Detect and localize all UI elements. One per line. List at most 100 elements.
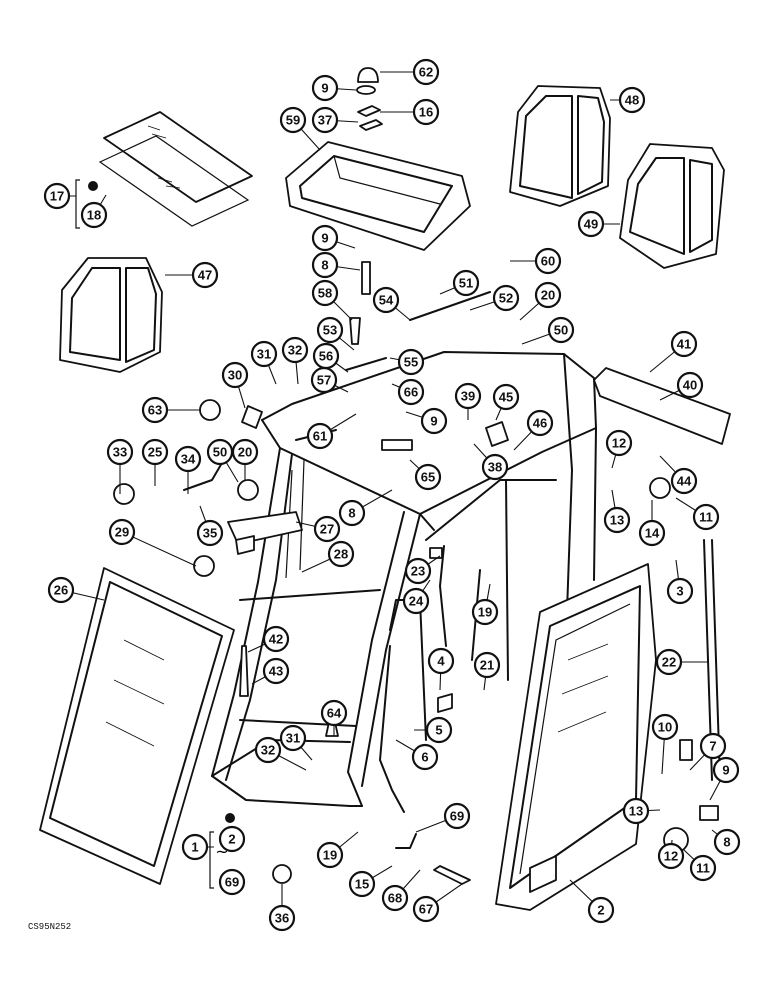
callout-number: 56 <box>319 349 333 364</box>
callout-number: 28 <box>334 547 348 562</box>
callout-12b: 12 <box>657 842 685 870</box>
callout-number: 8 <box>723 835 730 850</box>
callout-33: 33 <box>106 438 134 466</box>
callout-number: 50 <box>213 445 227 460</box>
callout-46: 46 <box>526 409 554 437</box>
callout-number: 35 <box>203 526 217 541</box>
clip-bracket-part <box>357 105 383 131</box>
cab-view-48 <box>509 85 611 207</box>
cab-view-47 <box>59 257 163 373</box>
callout-number: 12 <box>664 849 678 864</box>
callout-number: 2 <box>228 832 235 847</box>
callout-5: 5 <box>425 716 453 744</box>
callout-number: 55 <box>404 355 418 370</box>
callout-13a: 13 <box>603 506 631 534</box>
range-tilde: ~ <box>215 842 228 861</box>
callout-number: 41 <box>677 337 691 352</box>
ring-part-29 <box>193 555 215 577</box>
callout-number: 6 <box>421 750 428 765</box>
callout-number: 49 <box>584 217 598 232</box>
roof-glass-panel <box>103 111 253 203</box>
callout-number: 32 <box>288 343 302 358</box>
leader-line <box>121 531 197 567</box>
callout-20a: 20 <box>534 281 562 309</box>
callout-number: 7 <box>709 739 716 754</box>
callout-48: 48 <box>618 86 646 114</box>
callout-31b: 31 <box>279 724 307 752</box>
callout-number: 2 <box>597 903 604 918</box>
callout-56: 56 <box>312 342 340 370</box>
callout-number: 16 <box>419 105 433 120</box>
callout-4: 4 <box>427 647 455 675</box>
callout-14: 14 <box>638 519 666 547</box>
washer-part <box>356 85 376 95</box>
callout-65: 65 <box>414 463 442 491</box>
callout-60: 60 <box>534 247 562 275</box>
callout-63: 63 <box>141 396 169 424</box>
callout-68: 68 <box>381 884 409 912</box>
callout-number: 61 <box>313 429 327 444</box>
callout-number: 69 <box>450 809 464 824</box>
callout-34: 34 <box>174 445 202 473</box>
callout-20b: 20 <box>231 438 259 466</box>
callout-39: 39 <box>454 382 482 410</box>
callout-number: 27 <box>320 522 334 537</box>
callout-number: 51 <box>459 276 473 291</box>
callout-number: 9 <box>321 231 328 246</box>
callout-38: 38 <box>481 453 509 481</box>
callout-28: 28 <box>327 540 355 568</box>
callout-9b: 9 <box>311 224 339 252</box>
callout-42: 42 <box>262 625 290 653</box>
callout-10: 10 <box>651 713 679 741</box>
callout-36: 36 <box>268 904 296 932</box>
callout-number: 60 <box>541 254 555 269</box>
roof-hatch-frame <box>285 141 471 251</box>
callout-24: 24 <box>402 587 430 615</box>
callout-47: 47 <box>191 261 219 289</box>
callout-number: 19 <box>478 605 492 620</box>
callout-9d: 9 <box>712 756 740 784</box>
callout-9a: 9 <box>311 74 339 102</box>
callout-52: 52 <box>492 284 520 312</box>
callout-32a: 32 <box>281 336 309 364</box>
callout-number: 48 <box>625 93 639 108</box>
callout-number: 53 <box>323 323 337 338</box>
callout-17: 17 <box>43 182 71 210</box>
callout-number: 39 <box>461 389 475 404</box>
callout-number: 9 <box>430 414 437 429</box>
callout-25: 25 <box>141 438 169 466</box>
callout-number: 31 <box>286 731 300 746</box>
callout-49: 49 <box>577 210 605 238</box>
callout-number: 69 <box>225 875 239 890</box>
callout-69b: 69 <box>443 802 471 830</box>
callout-69a: 69 <box>218 868 246 896</box>
callout-27: 27 <box>313 515 341 543</box>
callout-number: 32 <box>261 743 275 758</box>
callout-13b: 13 <box>622 797 650 825</box>
callout-number: 40 <box>683 378 697 393</box>
callout-number: 52 <box>499 291 513 306</box>
callout-number: 8 <box>321 258 328 273</box>
callout-number: 67 <box>419 902 433 917</box>
callout-7: 7 <box>699 732 727 760</box>
callout-50a: 50 <box>547 316 575 344</box>
callout-number: 34 <box>181 452 196 467</box>
callout-number: 44 <box>677 474 692 489</box>
callout-57: 57 <box>310 366 338 394</box>
callout-12a: 12 <box>605 429 633 457</box>
callout-55: 55 <box>397 348 425 376</box>
callout-number: 59 <box>286 113 300 128</box>
group-brackets: ~ <box>75 179 235 889</box>
callout-number: 8 <box>348 506 355 521</box>
callout-number: 21 <box>480 658 494 673</box>
callout-number: 3 <box>676 584 683 599</box>
callout-22: 22 <box>655 648 683 676</box>
callout-number: 9 <box>321 81 328 96</box>
callout-3: 3 <box>666 577 694 605</box>
callout-number: 42 <box>269 632 283 647</box>
callout-43: 43 <box>262 657 290 685</box>
callout-35: 35 <box>196 519 224 547</box>
callout-number: 5 <box>435 723 442 738</box>
callout-2a: 2 <box>218 825 246 853</box>
callout-number: 22 <box>662 655 676 670</box>
